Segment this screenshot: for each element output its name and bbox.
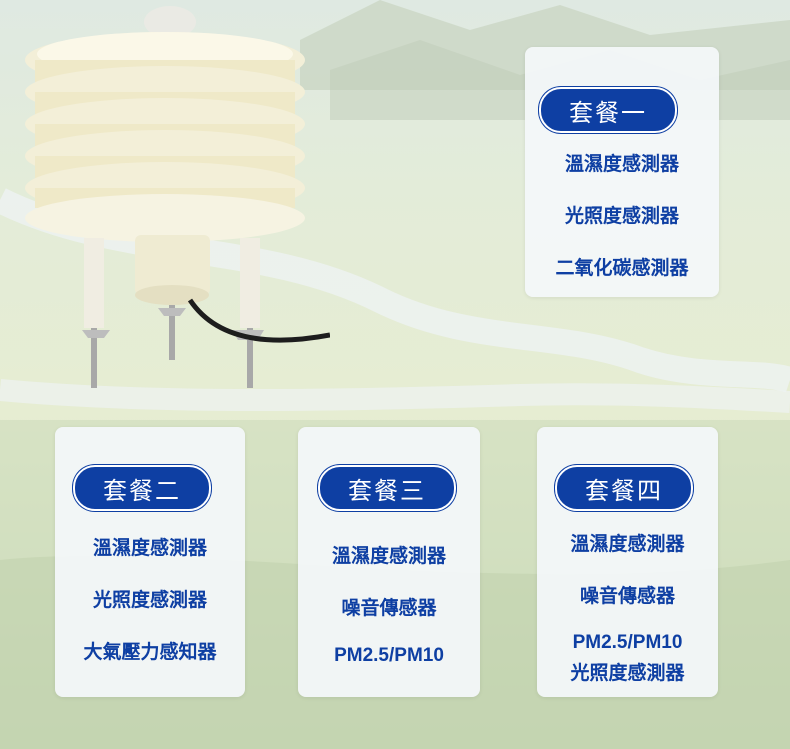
package-4-item-3: PM2.5/PM10	[572, 632, 683, 653]
package-1-title: 套餐一	[539, 87, 677, 133]
package-card-3: 套餐三 溫濕度感測器 噪音傳感器 PM2.5/PM10	[298, 427, 480, 697]
package-2-title: 套餐二	[73, 465, 211, 511]
package-card-1: 套餐一 溫濕度感測器 光照度感測器 二氧化碳感測器	[525, 47, 719, 297]
package-4-item-1: 溫濕度感測器	[570, 533, 685, 555]
package-2-item-3: 大氣壓力感知器	[83, 641, 217, 663]
package-3-item-3: PM2.5/PM10	[334, 645, 444, 666]
package-3-title: 套餐三	[318, 465, 456, 511]
package-card-4: 套餐四 溫濕度感測器 噪音傳感器 PM2.5/PM10 光照度感測器	[537, 427, 718, 697]
package-4-title: 套餐四	[555, 465, 693, 511]
package-3-item-1: 溫濕度感測器	[331, 545, 446, 567]
package-1-item-1: 溫濕度感測器	[564, 153, 679, 175]
package-1-item-3: 二氧化碳感測器	[555, 257, 689, 279]
package-2-item-1: 溫濕度感測器	[92, 537, 207, 559]
package-card-2: 套餐二 溫濕度感測器 光照度感測器 大氣壓力感知器	[55, 427, 245, 697]
package-4-item-2: 噪音傳感器	[579, 585, 675, 607]
package-4-item-4: 光照度感測器	[570, 662, 685, 684]
sensor-product-image	[25, 6, 330, 388]
package-1-item-2: 光照度感測器	[564, 205, 679, 227]
package-3-item-2: 噪音傳感器	[341, 597, 437, 619]
package-2-item-2: 光照度感測器	[92, 589, 207, 611]
